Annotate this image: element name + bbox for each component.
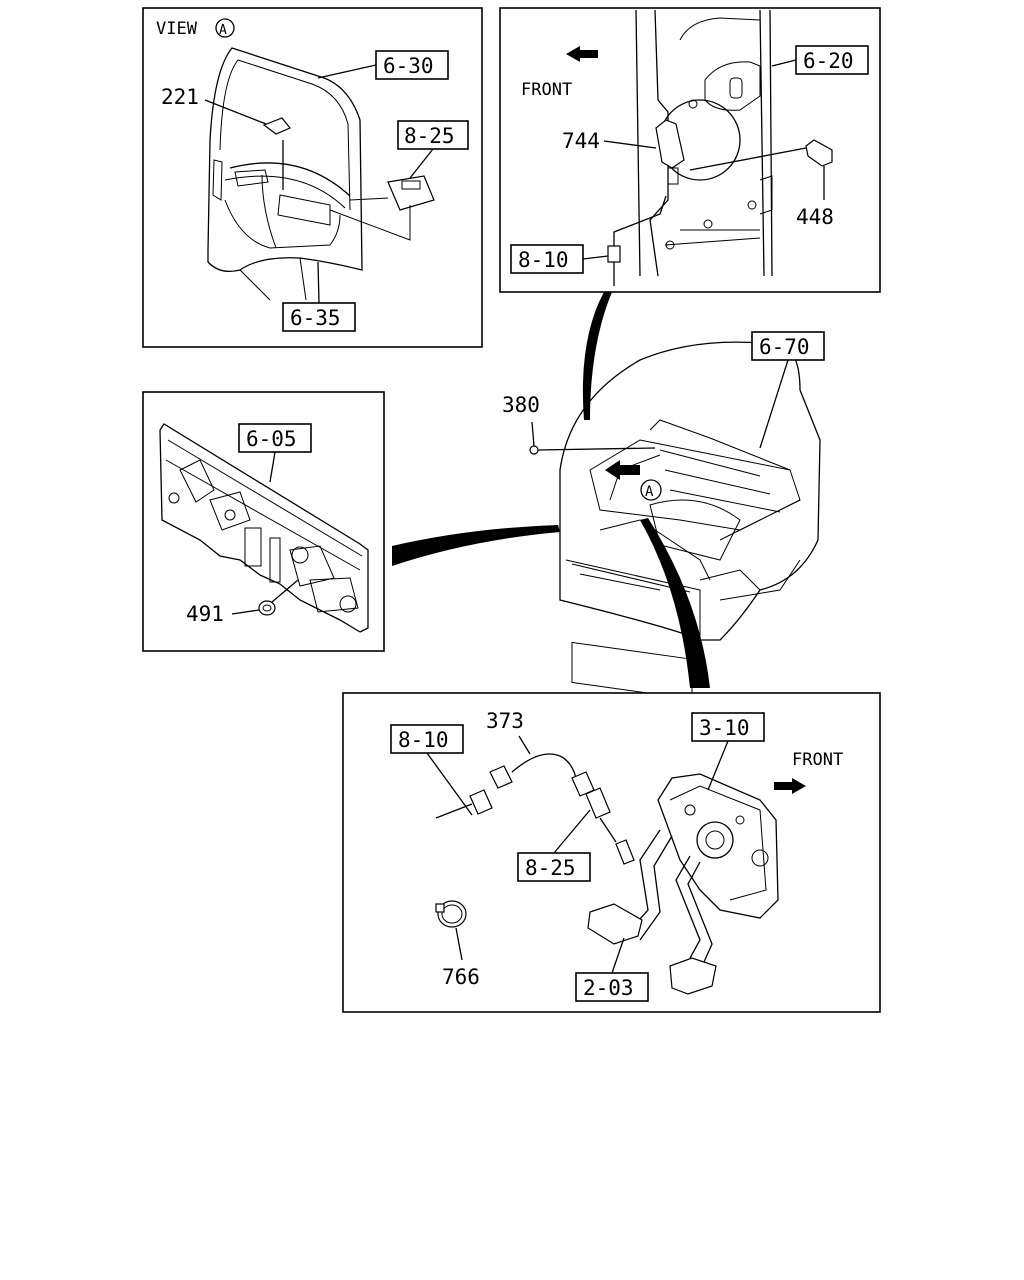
svg-text:6-70: 6-70	[759, 335, 810, 359]
windshield-drawing	[207, 47, 363, 301]
view-a-panel: VIEW A 221 8-25 6-30	[142, 7, 483, 348]
part-448: 448	[796, 205, 834, 229]
view-a-circle-letter: A	[219, 23, 227, 38]
part-373: 373	[486, 709, 524, 733]
ref-8-25-pedal[interactable]	[517, 852, 591, 882]
grommet-part	[258, 600, 276, 616]
bolt-part	[805, 139, 833, 167]
brake-switch-part	[655, 119, 685, 169]
view-a-arrow-icon	[605, 460, 640, 480]
part-744: 744	[562, 129, 600, 153]
part-221: 221	[161, 85, 199, 109]
cab-circle-letter: A	[645, 484, 654, 500]
pedal-assembly	[587, 773, 779, 995]
front-arrow-bottom-icon	[774, 778, 806, 794]
svg-text:8-10: 8-10	[398, 728, 449, 752]
part-380: 380	[502, 393, 540, 417]
pedal-panel: 8-10 373 8-25	[342, 692, 881, 1013]
front-label-bottom: FRONT	[792, 750, 843, 770]
svg-text:2-03: 2-03	[583, 976, 634, 1000]
callout-sweep-dash	[392, 525, 560, 566]
front-label-top: FRONT	[521, 80, 572, 100]
switch-part	[387, 175, 435, 211]
callout-sweep-pedal	[640, 518, 710, 688]
svg-text:6-05: 6-05	[246, 427, 297, 451]
svg-text:8-10: 8-10	[518, 248, 569, 272]
front-arrow-icon	[566, 46, 598, 62]
svg-text:8-25: 8-25	[404, 124, 455, 148]
dash-drawing	[159, 423, 369, 633]
ref-6-30[interactable]	[375, 50, 449, 80]
svg-text:3-10: 3-10	[699, 716, 750, 740]
ref-6-35[interactable]	[282, 302, 356, 332]
ref-8-10-bracket[interactable]	[510, 244, 584, 274]
clamp-part	[435, 900, 467, 961]
mirror-part	[262, 117, 291, 135]
svg-text:6-20: 6-20	[803, 49, 854, 73]
svg-text:8-25: 8-25	[525, 856, 576, 880]
part-766: 766	[442, 965, 480, 989]
ref-8-10-pedal[interactable]	[390, 724, 464, 754]
view-a-title: VIEW	[156, 19, 198, 39]
dash-panel: 6-05 491	[142, 391, 385, 652]
bracket-panel: FRONT 744 448	[499, 7, 881, 293]
svg-text:6-30: 6-30	[383, 54, 434, 78]
view-a-circle	[215, 18, 235, 38]
part-491: 491	[186, 602, 224, 626]
clip-part	[529, 445, 539, 455]
svg-text:6-35: 6-35	[290, 306, 341, 330]
ref-6-70[interactable]	[751, 331, 825, 361]
ref-6-05[interactable]	[238, 423, 312, 453]
ref-6-20[interactable]	[795, 45, 869, 75]
harness-part	[435, 753, 635, 865]
callout-sweep-bracket	[582, 292, 612, 420]
